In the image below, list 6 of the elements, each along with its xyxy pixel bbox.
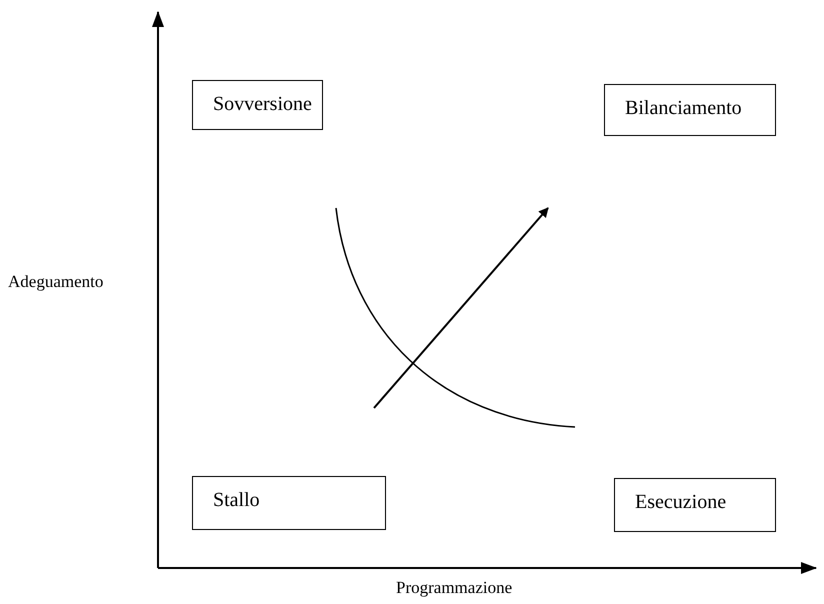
quadrant-box: Bilanciamento — [604, 84, 776, 136]
quadrant-box: Stallo — [192, 476, 386, 530]
x-axis-label: Programmazione — [396, 578, 512, 598]
quadrant-box: Sovversione — [192, 80, 323, 130]
y-axis-label: Adeguamento — [8, 272, 104, 292]
quadrant-box: Esecuzione — [614, 478, 776, 532]
